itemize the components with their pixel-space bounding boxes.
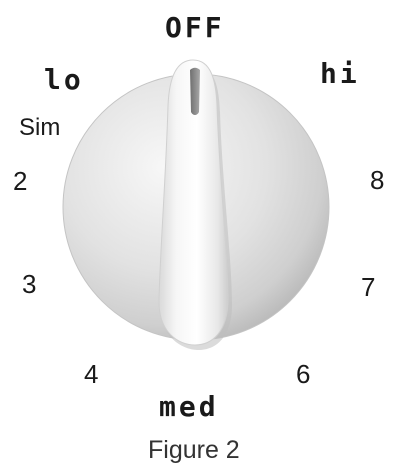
label-7: 7: [361, 274, 375, 300]
label-6: 6: [296, 361, 310, 387]
label-2: 2: [13, 168, 27, 194]
label-4: 4: [84, 361, 98, 387]
label-8: 8: [370, 167, 384, 193]
label-hi: hi: [320, 60, 360, 88]
label-lo: lo: [44, 66, 84, 94]
label-sim: Sim: [19, 116, 60, 140]
pointer-indicator: [190, 68, 200, 115]
figure-caption: Figure 2: [148, 438, 240, 463]
label-med: med: [159, 393, 219, 421]
label-off: OFF: [165, 14, 225, 42]
label-3: 3: [22, 271, 36, 297]
